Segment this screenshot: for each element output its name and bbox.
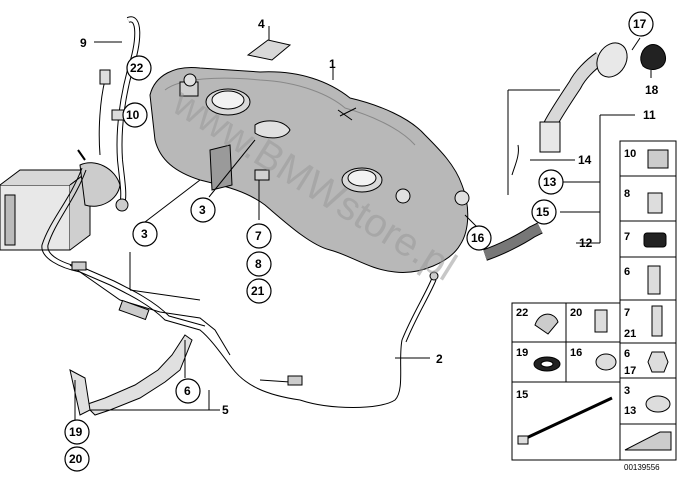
callout-3b: 3: [141, 227, 148, 241]
placeholder-icon: [624, 431, 672, 451]
clip-icon: [534, 313, 559, 335]
callout-circle-16: [466, 225, 492, 251]
clip-icon: [647, 149, 669, 169]
bolt-icon: [651, 305, 663, 337]
callout-circle-10: [122, 102, 148, 128]
callout-22: 22: [130, 61, 144, 75]
callout-4: 4: [258, 17, 265, 31]
bracket-part-6: [69, 334, 193, 416]
legend-label: 21: [624, 328, 636, 340]
legend-label: 8: [624, 188, 630, 200]
legend-label: 17: [624, 365, 636, 377]
callout-10: 10: [126, 108, 140, 122]
callout-11: 11: [643, 108, 656, 122]
callout-circle-6: [175, 378, 201, 404]
callout-circle-17: [628, 11, 654, 37]
hose-clamp-icon: [595, 353, 617, 371]
fuel-tank: [149, 66, 470, 273]
nut-icon: [647, 351, 669, 373]
callout-circle-8: [246, 251, 272, 277]
callout-15: 15: [536, 205, 550, 219]
pad-part-4: [246, 39, 292, 61]
cable-tie-icon: [521, 396, 613, 442]
fuel-lines: [41, 167, 303, 401]
legend-cell: [565, 302, 621, 343]
legend-label: 10: [624, 148, 636, 160]
callout-circle-21: [246, 278, 272, 304]
legend-label: 20: [570, 307, 582, 319]
callout-circle-20: [64, 446, 90, 472]
legend-bottom-grid: 22 20 19 16 15: [511, 302, 621, 461]
callout-circle-13: [538, 169, 564, 195]
legend-label: 7: [624, 307, 630, 319]
callout-18: 18: [645, 83, 659, 97]
callout-7: 7: [255, 229, 262, 243]
grommet-icon: [647, 192, 663, 214]
legend-label: 7: [624, 231, 630, 243]
legend-right-column: 10 8 7 6 7 21 6 17 3 13 00139556: [619, 140, 677, 472]
legend-label: 15: [516, 389, 528, 401]
callout-circle-19: [64, 419, 90, 445]
callout-19: 19: [69, 425, 83, 439]
legend-label: 3: [624, 385, 630, 397]
callout-17: 17: [633, 17, 647, 31]
callout-2: 2: [436, 352, 443, 366]
callout-14: 14: [578, 153, 592, 167]
legend-label: 16: [570, 347, 582, 359]
callout-circle-7: [246, 223, 272, 249]
callout-13: 13: [543, 175, 557, 189]
callout-3a: 3: [199, 203, 206, 217]
callout-circle-22: [126, 55, 152, 81]
filler-neck: [483, 42, 667, 261]
legend-label: 19: [516, 347, 528, 359]
legend-label: 22: [516, 307, 528, 319]
catalog-number: 00139556: [624, 463, 660, 472]
callout-circle-15: [531, 199, 557, 225]
callout-6: 6: [184, 384, 191, 398]
hose-clamp-icon: [645, 395, 671, 413]
callout-20: 20: [69, 452, 83, 466]
legend-label: 13: [624, 405, 636, 417]
screw-icon: [594, 309, 608, 333]
callout-21: 21: [251, 284, 265, 298]
callout-16: 16: [471, 231, 485, 245]
legend-label: 6: [624, 266, 630, 278]
breather-pipe: [98, 16, 141, 212]
callout-9: 9: [80, 36, 87, 50]
callout-circle-3b: [132, 221, 158, 247]
callout-circle-3a: [190, 197, 216, 223]
callout-5: 5: [222, 403, 229, 417]
legend-label: 6: [624, 348, 630, 360]
filter-canister: [0, 149, 121, 251]
pin-icon: [647, 265, 661, 295]
rubber-mount-icon: [643, 232, 667, 248]
callout-8: 8: [255, 257, 262, 271]
callout-lines: [74, 26, 652, 420]
fuel-line-part-2: [299, 271, 439, 408]
callout-12: 12: [579, 236, 593, 250]
callout-1: 1: [329, 57, 336, 71]
